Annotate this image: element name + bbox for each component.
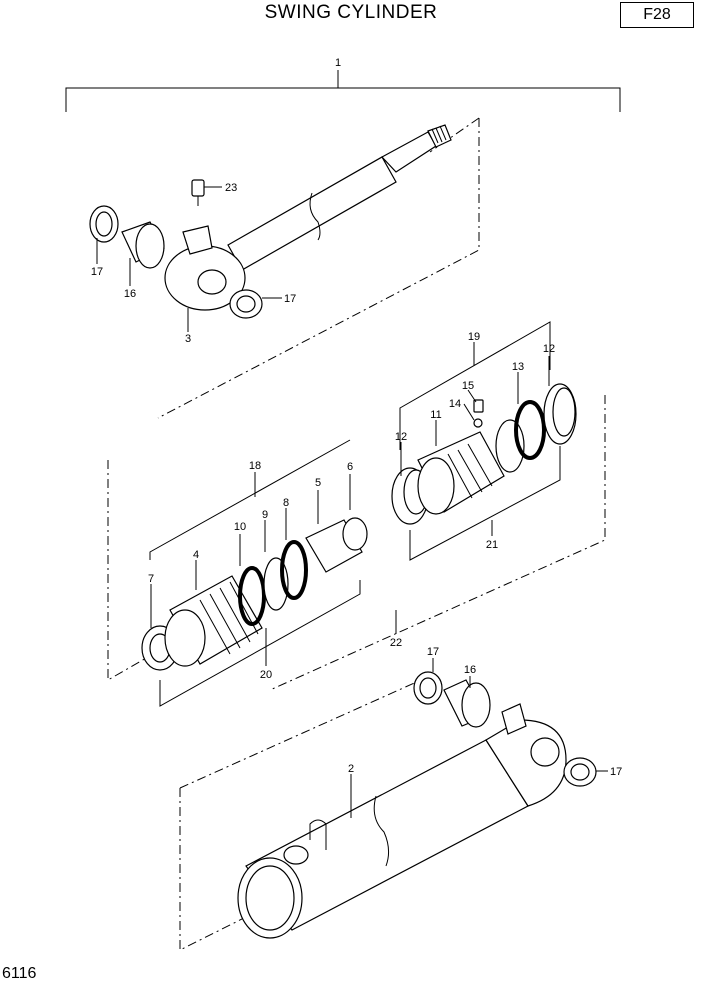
tube-break-mark xyxy=(373,795,390,867)
cylinder-tube-group xyxy=(179,658,608,951)
rod-step xyxy=(381,131,437,173)
set-screw-15 xyxy=(473,399,484,413)
rod-cover-threads xyxy=(199,581,259,655)
leader-15 xyxy=(467,389,477,403)
callout-2: 2 xyxy=(348,763,354,775)
piston-front xyxy=(417,457,455,515)
page-number: 6116 xyxy=(2,965,37,982)
rod-cover-group xyxy=(107,439,368,707)
bracket-line-18 xyxy=(149,439,351,560)
dust-seal-bottom-left-inner xyxy=(419,677,437,699)
projection-line-bottom-top xyxy=(179,675,431,789)
bushing-left-top-face xyxy=(135,223,165,269)
dust-seal-bottom-right-inner xyxy=(570,763,590,781)
dust-seal-left-top-inner xyxy=(95,211,113,237)
diagram-title: SWING CYLINDER xyxy=(264,2,438,23)
rod-eye-bore xyxy=(197,269,227,295)
rod-eye-boss xyxy=(182,225,213,255)
o-ring-8 xyxy=(280,540,308,600)
o-ring-13 xyxy=(514,400,546,460)
callout-11: 11 xyxy=(430,409,441,421)
bushing-bottom-face xyxy=(461,682,491,728)
callout-17-bottom-right: 17 xyxy=(610,766,622,778)
tube-bore xyxy=(245,865,295,931)
callout-1: 1 xyxy=(335,57,341,69)
callout-23: 23 xyxy=(225,182,237,194)
projection-line-mid-left xyxy=(107,460,161,681)
callout-21: 21 xyxy=(486,539,498,551)
callout-13: 13 xyxy=(512,361,524,373)
callout-18: 18 xyxy=(249,460,261,472)
tube-grease-boss xyxy=(501,703,527,735)
callout-9: 9 xyxy=(262,509,268,521)
callout-15: 15 xyxy=(462,380,474,392)
callout-17-top-left: 17 xyxy=(91,266,103,278)
callout-12-right: 12 xyxy=(543,343,555,355)
piston-grooves xyxy=(447,443,493,499)
bracket-line-21 xyxy=(409,446,561,561)
projection-line-top xyxy=(157,118,480,419)
bracket-line-20-22 xyxy=(159,580,361,707)
callout-12-left: 12 xyxy=(395,431,407,443)
callout-10: 10 xyxy=(234,521,246,533)
rod-break-mark xyxy=(309,192,321,241)
piston-group xyxy=(269,321,606,691)
callout-5: 5 xyxy=(315,477,321,489)
callout-14: 14 xyxy=(449,398,461,410)
tube-eye-bore xyxy=(530,737,560,767)
callout-19: 19 xyxy=(468,331,480,343)
callout-3: 3 xyxy=(185,333,191,345)
callout-17-bottom-left: 17 xyxy=(427,646,439,658)
callout-20: 20 xyxy=(260,669,272,681)
bracket-line-19 xyxy=(399,321,551,450)
leader-14 xyxy=(463,403,475,421)
tube-pipe-clamp xyxy=(309,819,327,850)
tube-port xyxy=(283,845,309,865)
stop-ring-6 xyxy=(342,517,368,551)
callout-6: 6 xyxy=(347,461,353,473)
callout-16-top: 16 xyxy=(124,288,136,300)
dust-seal-right-top-inner xyxy=(236,295,256,313)
bracket-line-1 xyxy=(65,87,621,112)
callout-16-bottom: 16 xyxy=(464,664,476,676)
grease-nipple xyxy=(191,179,205,197)
callout-17-top-right: 17 xyxy=(284,293,296,305)
rod-cover-front xyxy=(164,609,206,667)
o-ring-10 xyxy=(238,566,266,626)
callout-22: 22 xyxy=(390,637,402,649)
callout-8: 8 xyxy=(283,497,289,509)
callout-7: 7 xyxy=(148,573,154,585)
wear-ring-12-right-inner xyxy=(552,387,576,437)
callout-4: 4 xyxy=(193,549,199,561)
sheet-code-box: F28 xyxy=(620,2,694,28)
rod-thread-lines xyxy=(431,125,447,144)
piston-rod-group xyxy=(65,70,621,419)
steel-ball-14 xyxy=(473,418,483,428)
